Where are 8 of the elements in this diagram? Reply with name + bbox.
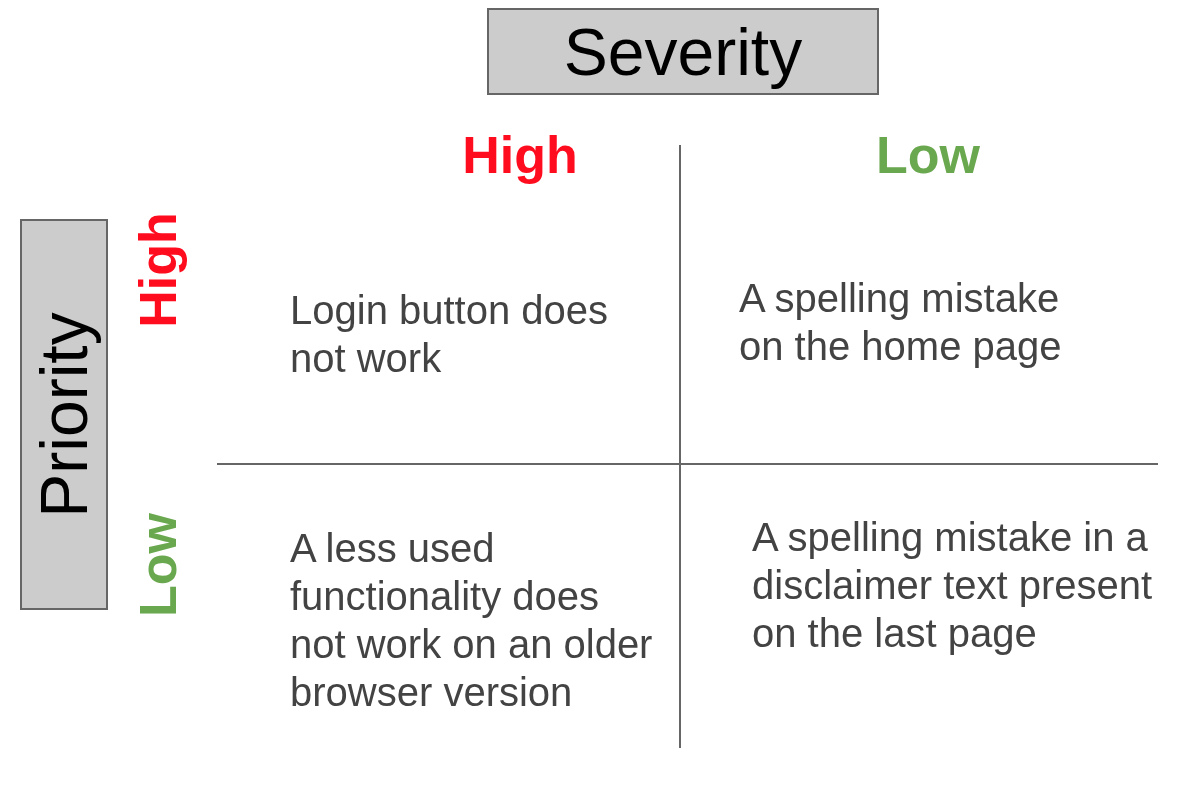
axis-title-box <box>20 219 108 610</box>
axis-title-box <box>487 8 879 95</box>
quadrant-text: A less used functionality does not work on an older browser version <box>290 525 654 716</box>
quadrant-text: A spelling mistake on the home page <box>739 275 1063 370</box>
quadrant-text: A spelling mistake in a disclaimer text present on the last page <box>752 514 1154 657</box>
level-label: Low <box>132 513 184 617</box>
level-label: Low <box>876 129 980 181</box>
quadrant-text: Login button does not work <box>290 287 610 382</box>
